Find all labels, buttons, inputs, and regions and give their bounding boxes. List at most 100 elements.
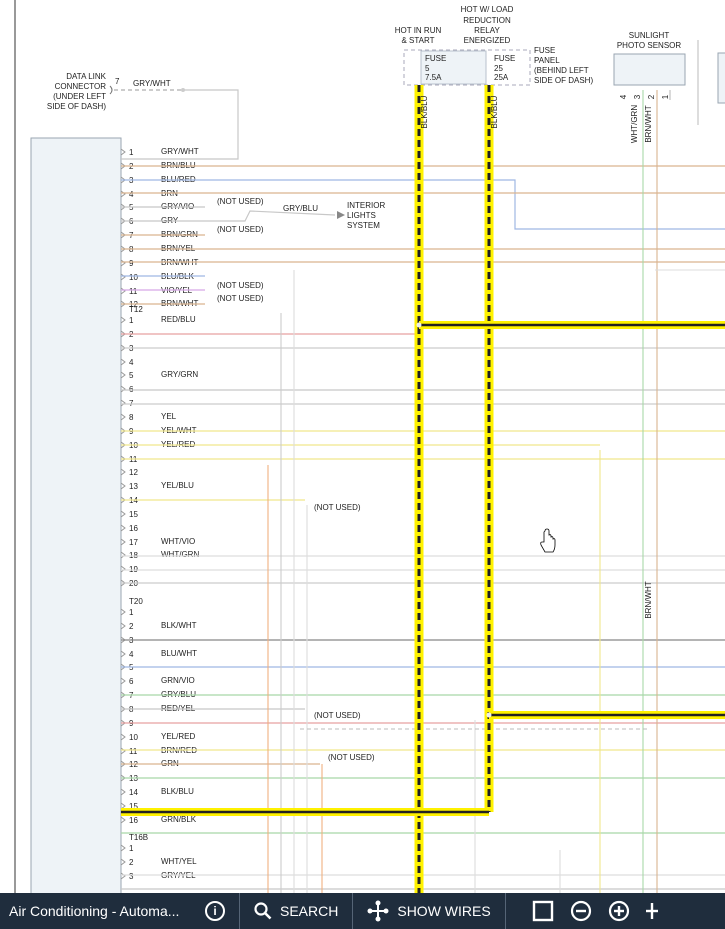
pin-number: 4 <box>129 190 134 199</box>
wire-color-label: WHT/GRN <box>161 550 199 559</box>
sensor-wire-label-2: BRN/WHT <box>644 105 653 142</box>
info-icon[interactable]: i <box>205 901 225 921</box>
fuse-5-label: FUSE <box>425 54 446 63</box>
show-wires-label: SHOW WIRES <box>397 903 491 919</box>
zoom-in-icon <box>608 900 629 922</box>
zoom-out-button[interactable] <box>562 893 600 929</box>
fuse-panel-line-1: FUSE <box>534 46 555 55</box>
fuse-panel-line-3: (BEHIND LEFT <box>534 66 589 75</box>
sensor-pin-3: 3 <box>633 94 642 99</box>
hot-w-load-line-2: REDUCTION <box>463 16 511 25</box>
sunlight-line-2: PHOTO SENSOR <box>617 41 682 50</box>
fuse-panel-box <box>403 49 531 86</box>
pin-terminal <box>120 358 126 366</box>
pin-number: 8 <box>129 413 134 422</box>
interior-wire-label: GRY/BLU <box>283 204 318 213</box>
connector-label: T20 <box>129 597 143 606</box>
hot-w-load-line-1: HOT W/ LOAD <box>461 5 514 14</box>
dlc-terminal <box>109 85 113 95</box>
pin-number: 15 <box>129 802 138 811</box>
pin-terminal <box>120 371 126 379</box>
pin-terminal <box>120 858 126 866</box>
hot-w-load-line-3: RELAY <box>474 26 500 35</box>
pin-number: 12 <box>129 468 138 477</box>
sunlight-line-1: SUNLIGHT <box>629 31 670 40</box>
hot-w-load-line-4: ENERGIZED <box>464 36 511 45</box>
interior-lights-line-2: LIGHTS <box>347 211 376 220</box>
pin-terminal <box>120 524 126 532</box>
not-used-t12-13: (NOT USED) <box>314 503 361 512</box>
highlighted-power-circuits[interactable] <box>121 85 725 893</box>
fuse-5-box[interactable] <box>420 50 487 85</box>
pin-number: 2 <box>129 858 134 867</box>
pin-terminal <box>120 316 126 324</box>
pin-number: 11 <box>129 287 138 296</box>
diagram-title: Air Conditioning - Automa... <box>9 903 180 919</box>
search-icon <box>254 902 272 920</box>
pin-terminal <box>120 608 126 616</box>
not-used-5: (NOT USED) <box>217 197 264 206</box>
wire-color-label: RED/BLU <box>161 315 196 324</box>
pin-number: 4 <box>129 650 134 659</box>
fuse-5-rating: 7.5A <box>425 73 442 82</box>
pin-terminal <box>120 622 126 630</box>
wire-color-label: WHT/YEL <box>161 857 197 866</box>
pin-number: 14 <box>129 788 138 797</box>
fit-view-button[interactable] <box>506 893 562 929</box>
pin-number: 5 <box>129 371 134 380</box>
pin-number: 10 <box>129 733 138 742</box>
fuse-panel-line-2: PANEL <box>534 56 560 65</box>
splice-t12 <box>416 322 422 328</box>
fuse-25-rating: 25A <box>494 73 509 82</box>
hot-in-run-line-2: & START <box>401 36 434 45</box>
pin-terminal <box>120 148 126 156</box>
wire-color-label: BLK/BLU <box>161 787 194 796</box>
wire-gry[interactable] <box>121 210 336 222</box>
pin-number: 1 <box>129 148 134 157</box>
search-label: SEARCH <box>280 903 339 919</box>
pin-terminal <box>120 872 126 880</box>
dlc-line-4: SIDE OF DASH) <box>47 102 106 111</box>
connector-label: T16B <box>129 833 148 842</box>
dlc-line-3: (UNDER LEFT <box>53 92 106 101</box>
pin-number: 6 <box>129 677 134 686</box>
square-icon <box>532 900 553 922</box>
show-wires-button[interactable]: SHOW WIRES <box>353 893 504 929</box>
zoom-in-button[interactable] <box>600 893 638 929</box>
fuse-25-label: FUSE <box>494 54 515 63</box>
pin-terminal <box>120 385 126 393</box>
hand-cursor-icon <box>540 528 556 553</box>
pin-terminal <box>120 259 126 267</box>
pin-terminal <box>120 190 126 198</box>
pin-number: 11 <box>129 747 138 756</box>
wire-blu-red[interactable] <box>121 179 725 230</box>
move-icon <box>645 903 658 919</box>
fuse-panel-line-4: SIDE OF DASH) <box>534 76 593 85</box>
pin-terminal <box>120 747 126 755</box>
right-component-box <box>717 52 725 104</box>
sensor-wire-label-3: BRN/WHT <box>644 581 653 618</box>
wire-color-label: GRY/GRN <box>161 370 198 379</box>
sunlight-sensor-box[interactable] <box>613 53 686 86</box>
bottom-toolbar: Air Conditioning - Automa... i SEARCH SH… <box>0 893 725 929</box>
dlc-line-1: DATA LINK <box>66 72 106 81</box>
connector-label: T12 <box>129 305 143 314</box>
search-button[interactable]: SEARCH <box>240 893 352 929</box>
wires-icon <box>367 900 389 922</box>
module-body <box>30 137 122 893</box>
pin-number: 3 <box>129 872 134 881</box>
wire-color-label: GRN/BLK <box>161 815 197 824</box>
not-used-t20-7: (NOT USED) <box>314 711 361 720</box>
pin-number: 1 <box>129 316 134 325</box>
pin-terminal <box>120 482 126 490</box>
pin-terminal <box>120 399 126 407</box>
more-button[interactable] <box>638 893 658 929</box>
wire-label-blk-blu-1: BLK/BLU <box>420 95 429 128</box>
dlc-wire[interactable] <box>121 89 239 160</box>
pin-terminal <box>120 551 126 559</box>
pin-number: 4 <box>129 358 134 367</box>
wire-color-label: GRY/WHT <box>161 147 199 156</box>
hot-in-run-line-1: HOT IN RUN <box>395 26 442 35</box>
